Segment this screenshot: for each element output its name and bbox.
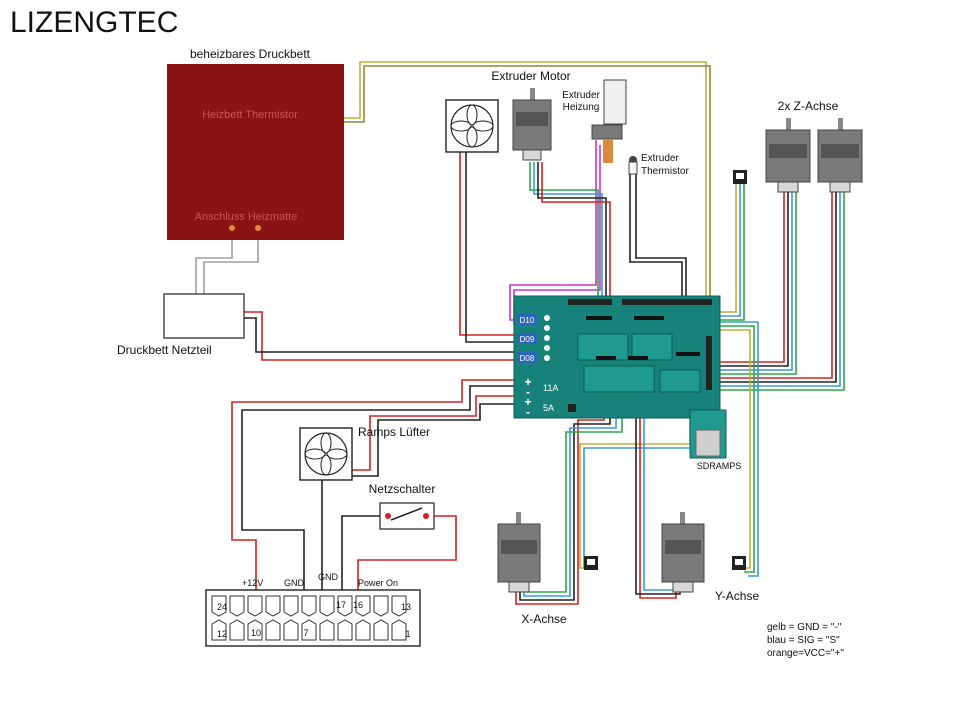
bed-terminal-1 xyxy=(229,225,235,231)
wire-y-endstop-blue xyxy=(700,321,759,577)
atx-pin-13: 13 xyxy=(401,602,411,612)
wire-ext-motor-black xyxy=(537,162,607,318)
wire-5a-red xyxy=(332,395,514,471)
extruder-thermistor-label-2: Thermistor xyxy=(641,166,689,177)
atx-pin-10: 10 xyxy=(251,628,261,638)
wire-z-blue xyxy=(718,192,793,371)
extruder-heater-label-1: Extruder xyxy=(562,90,600,101)
bed-connection-label: Anschluss Heizmatte xyxy=(195,211,298,223)
board-d10-label: D10 xyxy=(520,316,535,325)
wire-z-endstop-yellow xyxy=(690,182,737,313)
board-d08-label: D08 xyxy=(520,354,535,363)
wire-z2-green xyxy=(718,192,845,391)
wire-11a-red xyxy=(231,379,514,595)
extruder-motor xyxy=(512,88,552,161)
legend: gelb = GND = "-" blau = SIG = "S" orange… xyxy=(767,622,844,659)
z-motor-1 xyxy=(765,118,811,193)
atx-connector: +12V GND GND Power On xyxy=(205,572,421,647)
wire-ext-motor-green xyxy=(529,162,599,318)
wire-ext-thermistor-2 xyxy=(635,170,687,318)
wire-ext-thermistor-1 xyxy=(629,170,683,318)
wire-ext-motor-blue xyxy=(533,162,603,318)
z-motor-2 xyxy=(817,118,863,193)
extruder-thermistor: Extruder Thermistor xyxy=(628,153,689,177)
wire-z-green xyxy=(718,192,797,375)
wire-extruder-fan-red xyxy=(459,152,514,336)
bed-psu-label: Druckbett Netzteil xyxy=(117,343,212,357)
power-switch xyxy=(379,502,435,530)
x-motor xyxy=(497,512,541,593)
wire-extruder-fan-black xyxy=(465,152,514,343)
extruder-fan xyxy=(445,99,499,153)
atx-pin-12: 12 xyxy=(217,629,227,639)
wire-z-black xyxy=(718,192,789,367)
bed-terminal-2 xyxy=(255,225,261,231)
wire-y-endstop-green xyxy=(700,325,755,573)
board-5a-label: 5A xyxy=(543,403,554,413)
wire-bed-heater-gray-1 xyxy=(195,228,233,300)
atx-12v-label: +12V xyxy=(242,578,263,588)
atx-gnd2-label: GND xyxy=(318,572,339,582)
z-endstop xyxy=(733,170,747,184)
board-d09-label: D09 xyxy=(520,335,535,344)
svg-text:-: - xyxy=(526,385,530,399)
bed-thermistor-label: Heizbett Thermistor xyxy=(202,109,298,121)
legend-line-3: orange=VCC="+" xyxy=(767,648,844,659)
power-switch-label: Netzschalter xyxy=(369,482,436,496)
wire-switch-black xyxy=(341,515,382,595)
legend-line-2: blau = SIG = "S" xyxy=(767,635,840,646)
heated-bed-plate xyxy=(167,64,344,240)
svg-text:+: + xyxy=(524,375,531,389)
brand-logo-text: LIZENGTEC xyxy=(10,6,179,39)
atx-pin-17: 17 xyxy=(336,600,346,610)
board-11a-label: 11A xyxy=(543,383,558,393)
y-axis-label: Y-Achse xyxy=(715,589,760,603)
y-motor xyxy=(661,512,705,593)
atx-gnd-label: GND xyxy=(284,578,305,588)
sdramps-module: SDRAMPS xyxy=(689,409,742,471)
wire-psu-red xyxy=(236,311,514,361)
x-endstop xyxy=(584,556,598,570)
extruder-heater: Extruder Heizung xyxy=(562,79,627,163)
heated-bed: beheizbares Druckbett Heizbett Thermisto… xyxy=(167,47,344,240)
extruder-heater-label-2: Heizung xyxy=(563,102,600,113)
ramps-fan xyxy=(299,427,353,481)
sdramps-label: SDRAMPS xyxy=(697,461,742,471)
wire-bed-heater-gray-2 xyxy=(203,228,259,300)
ramps-fan-label: Ramps Lüfter xyxy=(358,425,430,439)
atx-pin-7: 7 xyxy=(303,628,308,638)
bed-power-supply: Druckbett Netzteil xyxy=(117,293,245,357)
svg-text:-: - xyxy=(526,405,530,419)
atx-pin-16: 16 xyxy=(353,600,363,610)
wire-5a-black xyxy=(332,403,514,477)
extruder-thermistor-label-1: Extruder xyxy=(641,153,679,164)
svg-text:+: + xyxy=(524,395,531,409)
wire-z2-red xyxy=(718,192,833,379)
wire-11a-black xyxy=(241,385,514,595)
wire-ext-motor-red xyxy=(541,162,611,318)
wire-switch-red xyxy=(357,515,457,595)
wire-psu-black xyxy=(240,317,514,353)
extruder-motor-label: Extruder Motor xyxy=(491,69,570,83)
heated-bed-title: beheizbares Druckbett xyxy=(190,47,311,61)
y-endstop xyxy=(732,556,746,570)
wire-heater-pink-1 xyxy=(509,140,597,321)
legend-line-1: gelb = GND = "-" xyxy=(767,622,842,633)
wire-z-red xyxy=(718,192,785,363)
atx-pin-1: 1 xyxy=(405,629,410,639)
x-axis-label: X-Achse xyxy=(521,612,567,626)
bed-psu-box xyxy=(163,293,245,339)
atx-power-on-label: Power On xyxy=(358,578,398,588)
atx-pin-24: 24 xyxy=(217,602,227,612)
z-axis-label: 2x Z-Achse xyxy=(778,99,839,113)
ramps-board: D10 D09 D08 + - + - 11A 5A xyxy=(513,295,721,419)
